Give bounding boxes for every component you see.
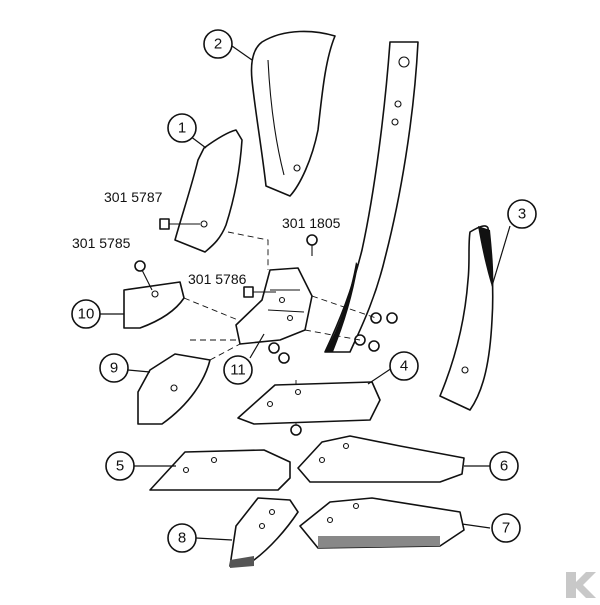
part-10-tip (123, 281, 185, 329)
part-4-share (237, 381, 381, 425)
callout-3: 3 (507, 199, 537, 229)
callout-10: 10 (71, 299, 101, 329)
svg-text:4: 4 (400, 358, 408, 375)
svg-text:10: 10 (78, 306, 95, 323)
bolt-top (306, 234, 318, 256)
part-8-hardfaced-point (229, 497, 299, 568)
code-bolt-upper: 301 5787 (104, 189, 163, 205)
svg-text:6: 6 (500, 458, 508, 475)
plough-leg (324, 41, 419, 353)
brand-logo (566, 572, 596, 598)
callout-6: 6 (489, 451, 519, 481)
callout-4: 4 (389, 351, 419, 381)
code-bolt-lower: 301 5785 (72, 235, 131, 251)
part-1-breast (174, 129, 243, 253)
part-3-shin (439, 225, 494, 411)
bolt-mid (243, 286, 276, 298)
code-bolt-mid: 301 5786 (188, 271, 247, 287)
callout-2: 2 (203, 29, 233, 59)
part-9-point (137, 353, 211, 425)
code-bolt-top: 301 1805 (282, 215, 341, 231)
svg-text:2: 2 (214, 36, 222, 53)
nuts (268, 312, 398, 436)
callout-11: 11 (223, 355, 253, 385)
part-7-hardfaced-share (299, 497, 465, 549)
callout-1: 1 (167, 113, 197, 143)
leader-lines (100, 45, 511, 541)
svg-text:8: 8 (178, 530, 186, 547)
bolt-upper (159, 218, 200, 230)
svg-text:11: 11 (230, 362, 246, 379)
callout-7: 7 (491, 513, 521, 543)
part-11-frog (235, 267, 313, 345)
part-2-mouldboard (250, 30, 336, 197)
svg-text:5: 5 (116, 458, 124, 475)
svg-text:1: 1 (178, 120, 186, 137)
part-5-share (149, 449, 291, 491)
bolt-lower (134, 260, 153, 291)
svg-text:9: 9 (110, 360, 118, 377)
callout-9: 9 (99, 353, 129, 383)
callout-5: 5 (105, 451, 135, 481)
svg-text:3: 3 (518, 206, 526, 223)
part-6-share (297, 435, 465, 483)
svg-text:7: 7 (502, 520, 510, 537)
callout-8: 8 (167, 523, 197, 553)
